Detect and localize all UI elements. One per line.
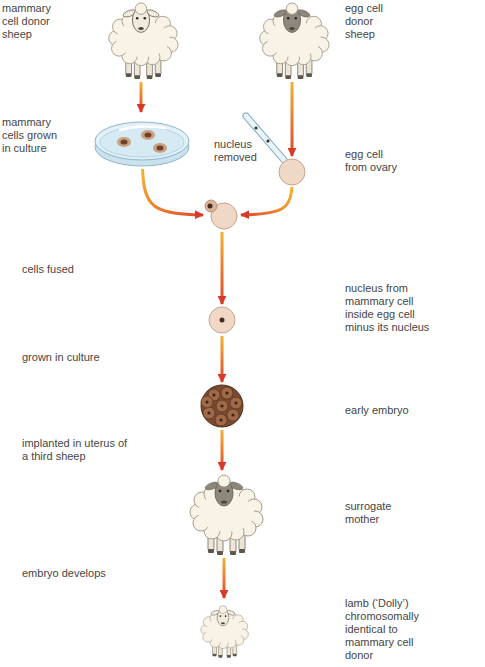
flow-arrow [221, 232, 224, 304]
surrogate-sheep-figure [190, 475, 263, 555]
culture-dish: mammary cells grown in culture [95, 114, 190, 168]
embryo-cell [201, 396, 213, 408]
flow-arrow [221, 430, 224, 470]
embryo-outline [201, 385, 243, 427]
embryo-cell [216, 400, 228, 412]
cell-nucleus [208, 204, 213, 209]
step-label: embryo develops [22, 567, 142, 580]
embryo-nucleus [220, 404, 223, 407]
stage-label: nucleus removed [214, 138, 262, 164]
embryo-nucleus [205, 400, 208, 403]
egg-cell-shape [209, 307, 235, 333]
cultured-cell-nucleus [145, 133, 152, 138]
embryo-cell [230, 397, 242, 409]
dish-rim [95, 122, 189, 160]
embryo-cell [203, 407, 215, 419]
stage-label: nucleus from mammary cell inside egg cel… [345, 282, 435, 334]
cultured-cell [153, 143, 167, 153]
egg-cell: nucleus removedegg cell from ovary [278, 158, 306, 186]
flow-arrow [223, 558, 226, 598]
embryo-cells [201, 387, 242, 426]
stage-label: lamb (‘Dolly’) chromosomally identical t… [345, 597, 423, 662]
fused-cells-figure [205, 200, 237, 229]
lamb-figure [201, 606, 248, 658]
fused-cells: cells fused [204, 200, 240, 230]
stage-label: mammary cells grown in culture [2, 116, 64, 155]
donor-sheep: egg cell donor sheep [254, 0, 330, 80]
donor-sheep-figure [109, 3, 178, 79]
stage-label: early embryo [345, 404, 435, 417]
embryo-cell [227, 409, 239, 421]
step-label: implanted in uterus of a third sheep [22, 437, 134, 463]
flow-arrow [221, 336, 224, 382]
stage-label: cells fused [22, 263, 102, 276]
dish-inner [100, 127, 184, 157]
stage-label: surrogate mother [345, 500, 401, 526]
stage-label: egg cell from ovary [345, 148, 401, 174]
donor-sheep-figure [260, 3, 329, 79]
flow-arrow [291, 82, 294, 156]
embryo-nucleus [234, 401, 237, 404]
embryo-nucleus [207, 411, 210, 414]
embryo-nuclei [205, 391, 237, 421]
stage-label: mammary cell donor sheep [2, 2, 62, 41]
embryo-nucleus [212, 393, 215, 396]
pipette-nucleus [266, 139, 269, 142]
embryo-nucleus [231, 413, 234, 416]
embryo-figure [201, 385, 243, 427]
step-label: grown in culture [22, 351, 142, 364]
embryo-cell [215, 414, 227, 426]
donor-sheep: mammary cell donor sheep [103, 0, 179, 80]
cultured-cell-nucleus [157, 146, 164, 151]
cultured-cell [141, 130, 155, 140]
embryo-cell [221, 387, 233, 399]
egg-cell-figure [279, 159, 305, 185]
reconstructed-cell: nucleus from mammary cell inside egg cel… [208, 306, 236, 334]
dish-highlight [120, 126, 165, 130]
early-embryo: early embryo [200, 384, 244, 428]
cloned-lamb: lamb (‘Dolly’) chromosomally identical t… [197, 600, 249, 662]
reconstructed-cell-figure [209, 307, 235, 333]
flow-arrow [241, 187, 292, 215]
embryo-nucleus [225, 391, 228, 394]
culture-dish-figure [95, 122, 189, 166]
embryo-nucleus [219, 418, 222, 421]
cell-nucleus [220, 318, 225, 323]
flow-arrow [140, 82, 143, 112]
stage-label: egg cell donor sheep [345, 2, 397, 41]
pipette-nucleus [254, 126, 257, 129]
cultured-cell [117, 137, 131, 147]
mammary-cell-shape [205, 200, 217, 212]
cultured-cell-nucleus [121, 140, 128, 145]
flow-arrow [143, 169, 204, 215]
surrogate-sheep: surrogate mother [182, 472, 266, 556]
